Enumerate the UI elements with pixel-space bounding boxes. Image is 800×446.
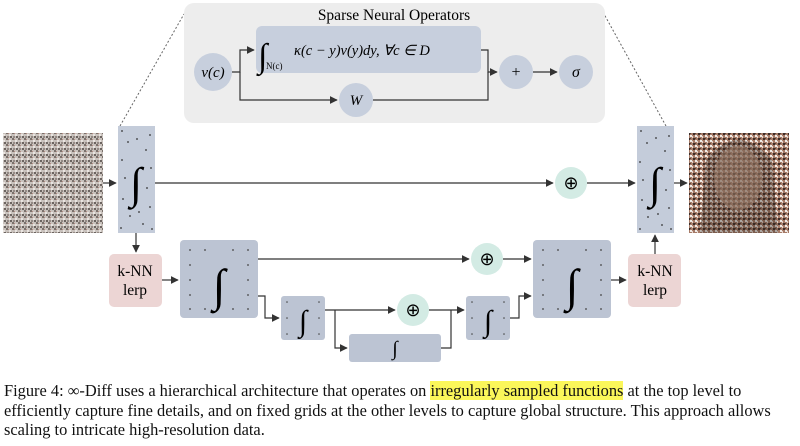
integral-subscript: N(c) xyxy=(266,61,283,71)
svg-text:∫: ∫ xyxy=(646,159,664,210)
svg-text:∫: ∫ xyxy=(297,305,309,340)
knn-lerp-block-left: k-NN lerp xyxy=(109,254,162,307)
caption-highlight: irregularly sampled functions xyxy=(430,381,624,400)
zoom-line-right xyxy=(603,13,667,127)
svg-text:∫: ∫ xyxy=(127,159,145,210)
grid-integral-block-l2-left: ∫ xyxy=(180,240,258,318)
svg-text:k-NN: k-NN xyxy=(637,263,672,280)
skip-add-node-l2: ⊕ xyxy=(471,243,503,275)
grid-integral-block-bottleneck: ∫ xyxy=(349,334,441,362)
svg-text:⊕: ⊕ xyxy=(479,249,494,270)
grid-integral-block-l2-right: ∫ xyxy=(533,240,611,318)
sparse-operators-panel: Sparse Neural Operators v(c) ∫ N(c) κ(c … xyxy=(184,3,605,123)
output-image xyxy=(689,133,789,233)
svg-text:⊕: ⊕ xyxy=(405,300,420,321)
input-node xyxy=(194,53,232,91)
architecture-diagram: Sparse Neural Operators v(c) ∫ N(c) κ(c … xyxy=(3,3,789,362)
svg-text:lerp: lerp xyxy=(643,282,667,299)
activation-node-label: σ xyxy=(572,64,581,81)
integral-expression: κ(c − y)v(y)dy, ∀c ∈ D xyxy=(294,43,430,59)
sparse-sample-dots xyxy=(120,130,672,230)
flow-arrows xyxy=(103,179,688,352)
weight-node xyxy=(339,83,373,117)
svg-text:lerp: lerp xyxy=(123,282,147,299)
noisy-input-image xyxy=(3,133,103,233)
svg-text:k-NN: k-NN xyxy=(117,263,152,280)
activation-node xyxy=(559,55,593,89)
knn-lerp-block-right: k-NN lerp xyxy=(628,254,681,307)
svg-text:∫: ∫ xyxy=(482,305,494,340)
sum-node xyxy=(499,55,533,89)
zoom-line-left xyxy=(119,13,185,127)
integral-operator-box xyxy=(256,26,481,73)
svg-text:∫: ∫ xyxy=(563,260,581,314)
sum-node-label: + xyxy=(511,64,520,81)
svg-text:⊕: ⊕ xyxy=(563,173,578,194)
panel-title: Sparse Neural Operators xyxy=(318,7,470,24)
grid-integral-block-l3-right: ∫ xyxy=(466,296,510,340)
caption-text-start: Figure 4: ∞-Diff uses a hierarchical arc… xyxy=(4,381,431,400)
skip-add-node-l3: ⊕ xyxy=(397,294,429,326)
figure-caption: Figure 4: ∞-Diff uses a hierarchical arc… xyxy=(4,381,796,440)
panel-arrows xyxy=(232,46,558,104)
grid-integral-block-l3-left: ∫ xyxy=(281,296,325,340)
sparse-integral-block-left: ∫ xyxy=(118,126,155,233)
caption-text-end: at the top level to efficiently capture … xyxy=(4,381,771,439)
svg-text:∫: ∫ xyxy=(390,338,399,361)
input-node-label: v(c) xyxy=(201,65,224,81)
integral-sign: ∫ xyxy=(256,38,270,77)
grid-sample-dots xyxy=(189,249,602,335)
skip-add-node-top: ⊕ xyxy=(555,167,587,199)
svg-text:∫: ∫ xyxy=(210,260,228,314)
weight-node-label: W xyxy=(350,93,364,109)
